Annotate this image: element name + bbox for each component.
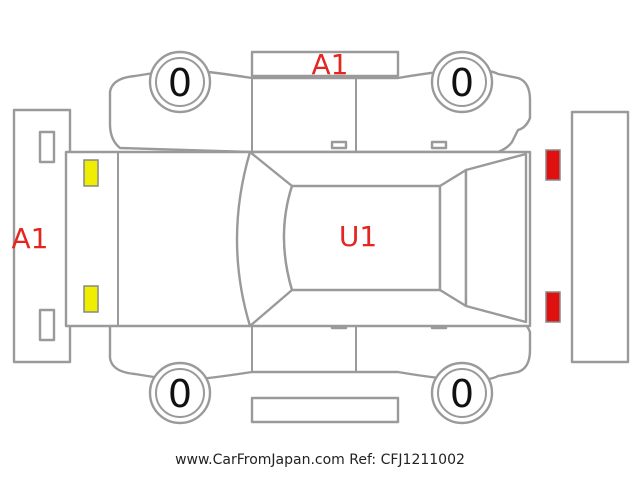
roof-mark: A1 <box>312 48 349 81</box>
car-damage-diagram: 0 0 0 0 A1 A1 U1 <box>12 48 630 425</box>
tire-front-right-value: 0 <box>450 61 474 105</box>
bottom-strip <box>250 396 400 424</box>
rear-view <box>570 110 630 364</box>
tire-rear-right-value: 0 <box>450 372 474 416</box>
front-mark: A1 <box>12 222 49 255</box>
door-handle-1 <box>330 140 348 150</box>
tire-rear-left: 0 <box>148 361 212 425</box>
headlamp-left <box>83 159 99 187</box>
taillamp-right <box>545 291 561 323</box>
front-mirror-top <box>38 130 56 164</box>
roof-panel <box>282 184 442 292</box>
tire-front-right: 0 <box>430 50 494 114</box>
tire-front-left-value: 0 <box>168 61 192 105</box>
door-handle-2 <box>430 140 448 150</box>
front-mirror-bottom <box>38 308 56 342</box>
body-mark: U1 <box>339 220 377 253</box>
taillamp-left <box>545 149 561 181</box>
rear-window <box>438 168 468 308</box>
headlamp-right <box>83 285 99 313</box>
footer-credit: www.CarFromJapan.com Ref: CFJ1211002 <box>175 452 465 468</box>
tire-rear-left-value: 0 <box>168 372 192 416</box>
tire-front-left: 0 <box>148 50 212 114</box>
roof-strip <box>250 50 400 78</box>
tire-rear-right: 0 <box>430 361 494 425</box>
trunk <box>464 152 528 324</box>
